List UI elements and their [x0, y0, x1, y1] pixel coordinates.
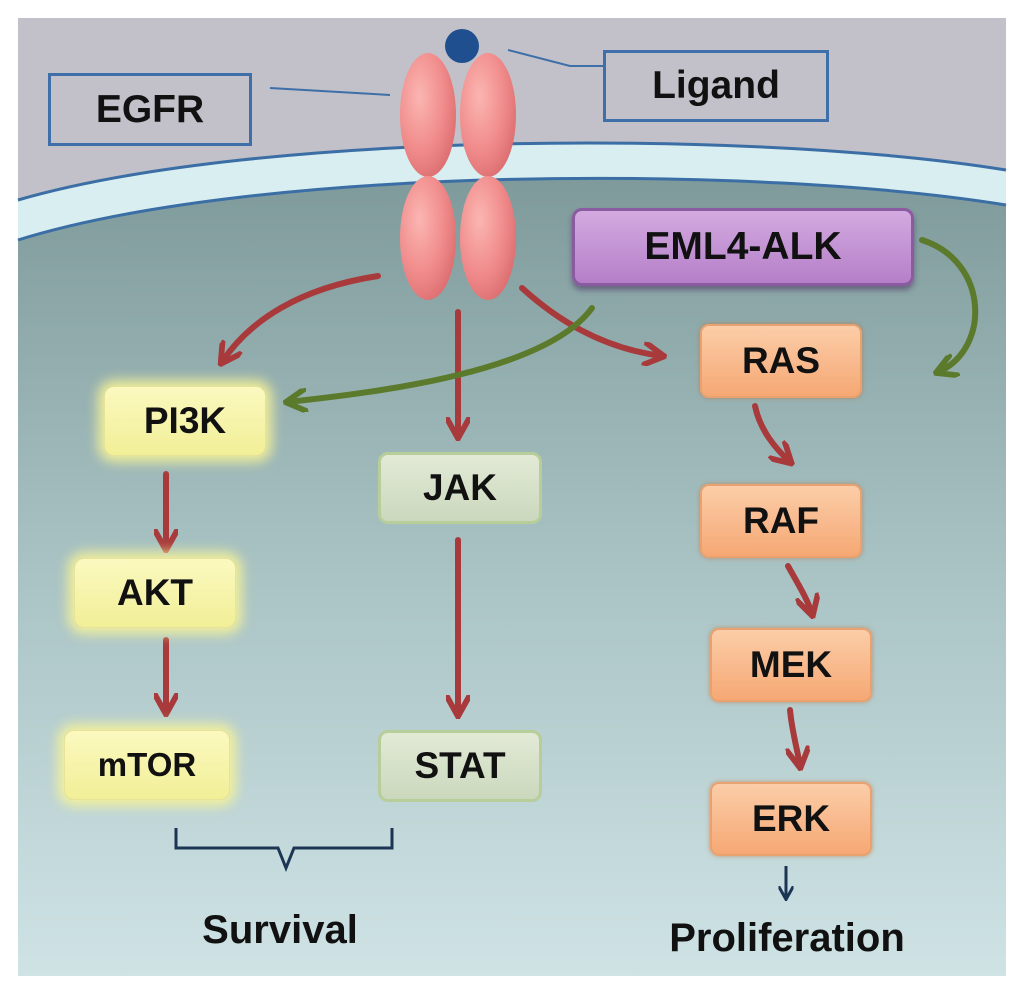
akt-node: AKT	[74, 558, 236, 628]
ligand-label: Ligand	[603, 50, 829, 122]
pi3k-node: PI3K	[104, 386, 266, 456]
arrow-egfr-to-ras	[519, 285, 662, 356]
proliferation-label: Proliferation	[669, 915, 905, 960]
arrow-mek-to-erk	[790, 707, 800, 766]
ras-node: RAS	[700, 324, 862, 398]
jak-node: JAK	[378, 452, 542, 524]
egfr-label: EGFR	[48, 73, 252, 146]
eml4-alk-node: EML4-ALK	[572, 208, 914, 286]
mek-node: MEK	[710, 628, 872, 702]
ligand-callout-line	[507, 49, 605, 67]
raf-node: RAF	[700, 484, 862, 558]
mtor-node: mTOR	[64, 730, 230, 800]
arrow-raf-to-mek	[785, 563, 812, 614]
arrows-green	[288, 237, 979, 402]
erk-node: ERK	[710, 782, 872, 856]
arrow-eml4alk-to-pi3k	[288, 305, 595, 402]
survival-label: Survival	[202, 907, 358, 952]
stat-node: STAT	[378, 730, 542, 802]
egfr-callout-line	[269, 87, 391, 96]
arrow-egfr-to-pi3k	[222, 273, 381, 362]
arrows-red	[166, 273, 812, 766]
membrane-band	[18, 142, 1006, 240]
survival-brace	[174, 828, 394, 873]
egfr-receptor	[400, 53, 516, 300]
arrow-eml4alk-to-ras	[919, 237, 979, 372]
ligand-molecule	[445, 29, 479, 63]
arrow-ras-to-raf	[752, 403, 790, 462]
membrane-inner-line	[17, 176, 1007, 242]
